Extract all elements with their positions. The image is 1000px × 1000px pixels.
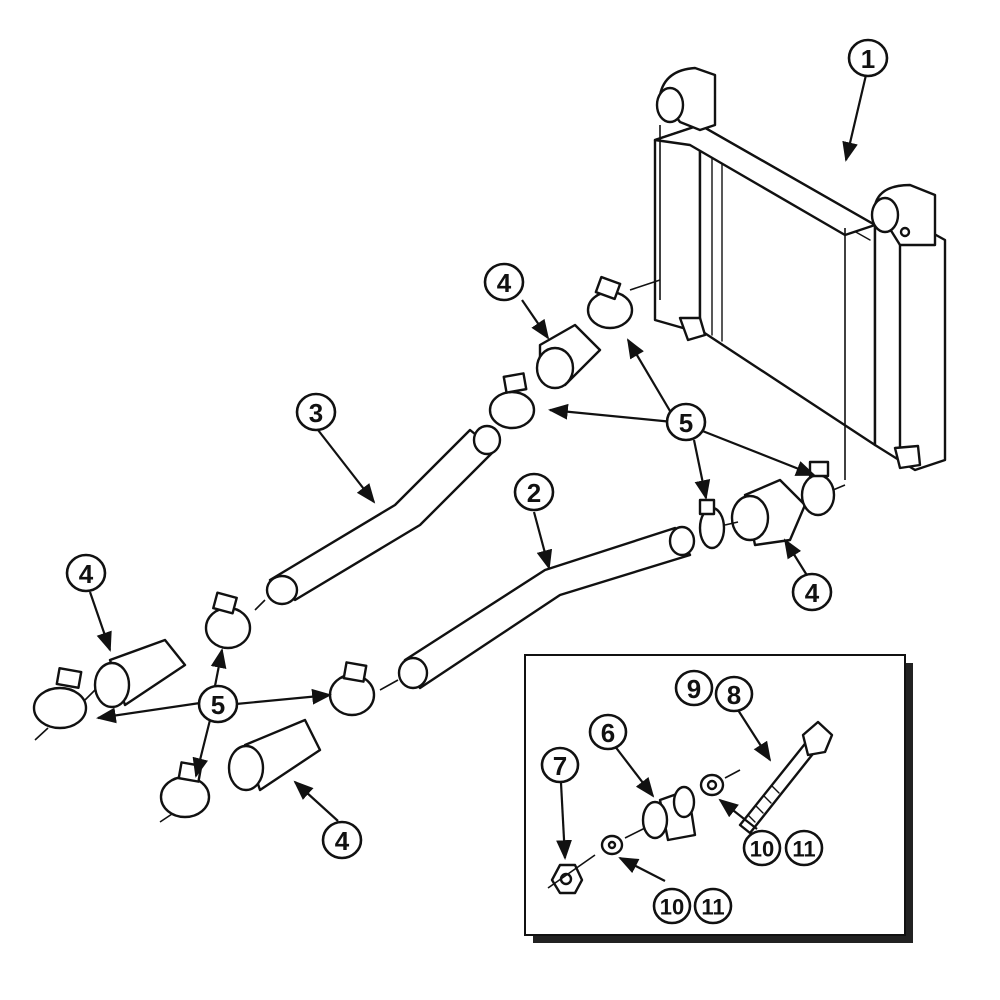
assembly-axis-lines — [34, 279, 846, 823]
callout-label: 10 — [660, 895, 684, 920]
tube-2 — [397, 525, 696, 690]
callout-label: 4 — [805, 578, 820, 608]
bushing — [641, 785, 697, 842]
clamp — [698, 498, 726, 550]
callout-label: 4 — [497, 268, 512, 298]
callout-3: 3 — [295, 392, 337, 432]
callout-label: 4 — [335, 826, 350, 856]
clamp — [328, 661, 376, 717]
clamp — [488, 372, 536, 430]
callout-8: 8 — [714, 675, 754, 713]
callout-10: 10 — [742, 829, 782, 867]
callout-2: 2 — [513, 472, 555, 512]
intercooler — [653, 66, 947, 480]
callout-1: 1 — [847, 38, 889, 78]
callout-label: 5 — [211, 690, 225, 720]
callout-9: 9 — [674, 669, 714, 707]
hose-right — [730, 478, 807, 547]
clamp — [159, 761, 211, 819]
callout-label: 8 — [727, 680, 741, 710]
callout-label: 11 — [701, 895, 724, 920]
callout-6: 6 — [588, 713, 628, 751]
callout-4: 4 — [321, 820, 363, 860]
outlet-elbow-right — [870, 183, 937, 247]
callout-label: 6 — [601, 718, 615, 748]
bolt — [738, 720, 834, 835]
inlet-elbow-left — [655, 66, 717, 132]
clamp — [32, 667, 88, 730]
clamp — [800, 460, 836, 517]
hose-left-lower — [227, 718, 322, 792]
callout-5: 5 — [197, 684, 239, 724]
callout-7: 7 — [540, 746, 580, 784]
callout-label: 2 — [527, 478, 541, 508]
callout-5: 5 — [665, 402, 707, 442]
callout-label: 4 — [79, 559, 94, 589]
callout-label: 3 — [309, 398, 323, 428]
callout-10: 10 — [652, 887, 692, 925]
callout-label: 7 — [553, 751, 567, 781]
callout-11: 11 — [784, 829, 824, 867]
callout-label: 11 — [792, 837, 815, 862]
clamp — [586, 275, 634, 330]
hose-upper — [535, 323, 602, 390]
callout-label: 9 — [687, 674, 701, 704]
callout-label: 5 — [679, 408, 693, 438]
callout-label: 1 — [861, 44, 875, 74]
callout-label: 10 — [750, 837, 774, 862]
tube-3 — [265, 424, 502, 606]
callout-11: 11 — [693, 887, 733, 925]
callout-4: 4 — [791, 572, 833, 612]
callout-4: 4 — [65, 553, 107, 593]
callout-4: 4 — [483, 262, 525, 302]
clamp — [204, 591, 252, 650]
hose-left-upper — [93, 638, 187, 709]
